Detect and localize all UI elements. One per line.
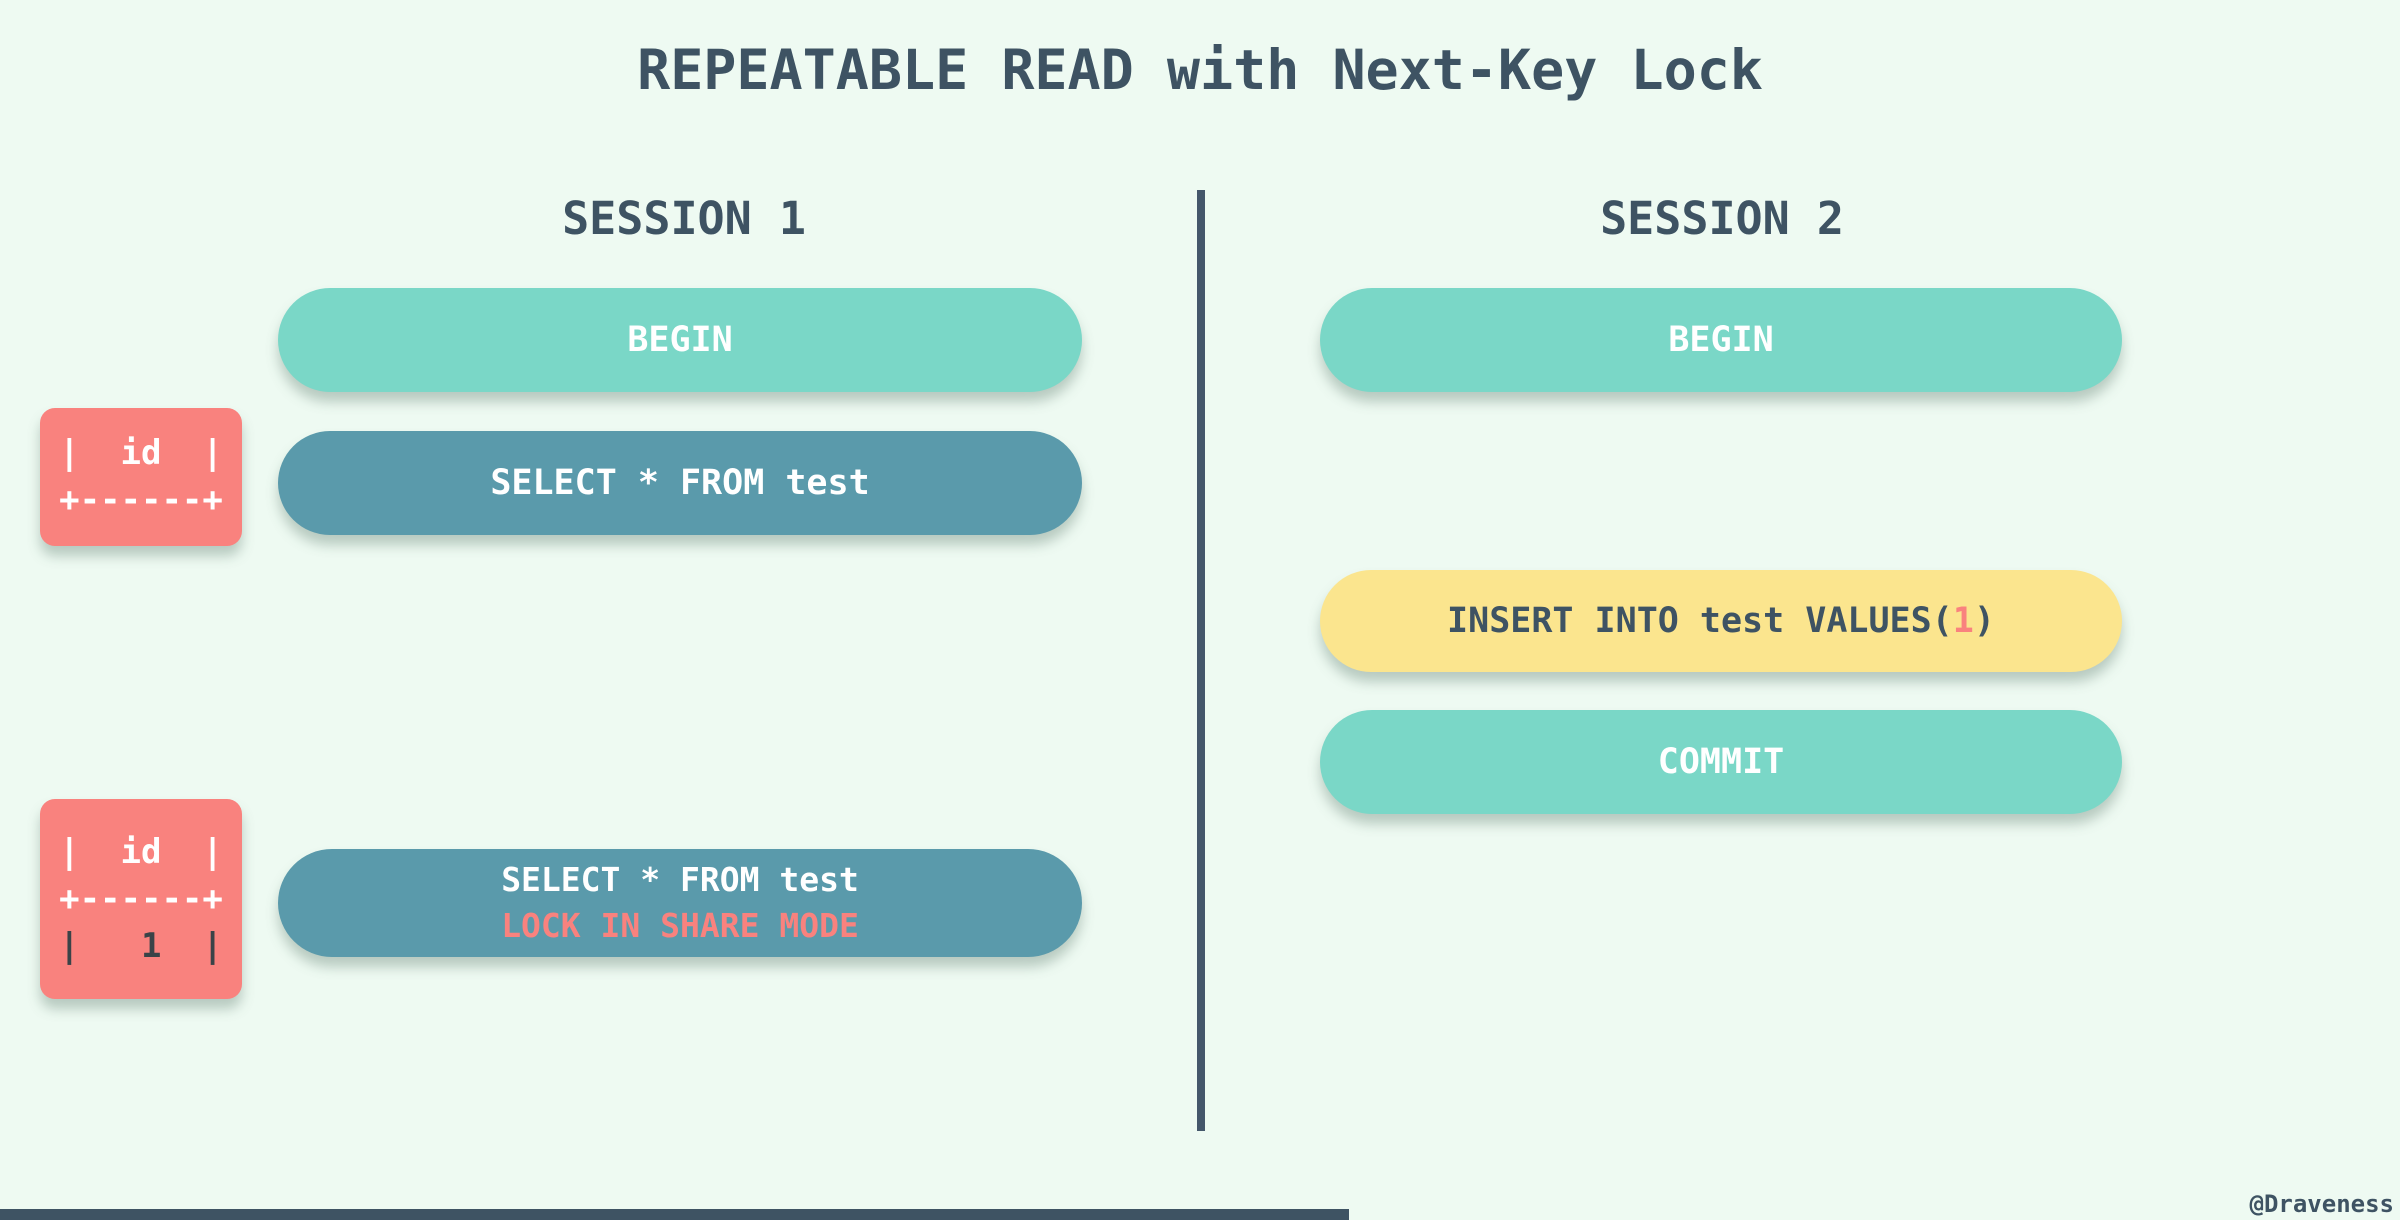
- session-divider: [1197, 190, 1205, 1131]
- begin-pill-session-1: BEGIN: [278, 288, 1082, 392]
- table-separator-row: +------+: [59, 878, 223, 919]
- table-header-row: | id |: [59, 831, 223, 872]
- select-lock-pill: SELECT * FROM test LOCK IN SHARE MODE: [278, 849, 1082, 957]
- table-header-row: | id |: [59, 433, 223, 473]
- insert-label-prefix: INSERT INTO test VALUES(: [1447, 601, 1953, 641]
- credit-watermark: @Draveness: [2249, 1190, 2395, 1218]
- select-lock-line-2: LOCK IN SHARE MODE: [501, 906, 859, 945]
- insert-label: INSERT INTO test VALUES(1): [1447, 601, 1995, 641]
- bottom-bar: [0, 1209, 1349, 1220]
- session-1-header: SESSION 1: [562, 192, 806, 245]
- begin-label: BEGIN: [1668, 320, 1774, 360]
- commit-label: COMMIT: [1657, 742, 1785, 782]
- insert-label-suffix: ): [1973, 601, 1995, 641]
- select-pill: SELECT * FROM test: [278, 431, 1082, 535]
- select-lock-line-1: SELECT * FROM test: [501, 860, 859, 899]
- insert-value-highlight: 1: [1952, 601, 1974, 641]
- insert-pill: INSERT INTO test VALUES(1): [1320, 570, 2122, 672]
- session-2-header: SESSION 2: [1600, 192, 1844, 245]
- page-title: REPEATABLE READ with Next-Key Lock: [637, 38, 1763, 102]
- commit-pill: COMMIT: [1320, 710, 2122, 814]
- begin-label: BEGIN: [627, 320, 733, 360]
- select-label: SELECT * FROM test: [490, 463, 870, 503]
- result-table-with-row: | id | +------+ | 1 |: [40, 799, 242, 999]
- table-value-row: | 1 |: [59, 925, 223, 966]
- result-table-empty: | id | +------+: [40, 408, 242, 546]
- table-separator-row: +------+: [59, 480, 223, 520]
- begin-pill-session-2: BEGIN: [1320, 288, 2122, 392]
